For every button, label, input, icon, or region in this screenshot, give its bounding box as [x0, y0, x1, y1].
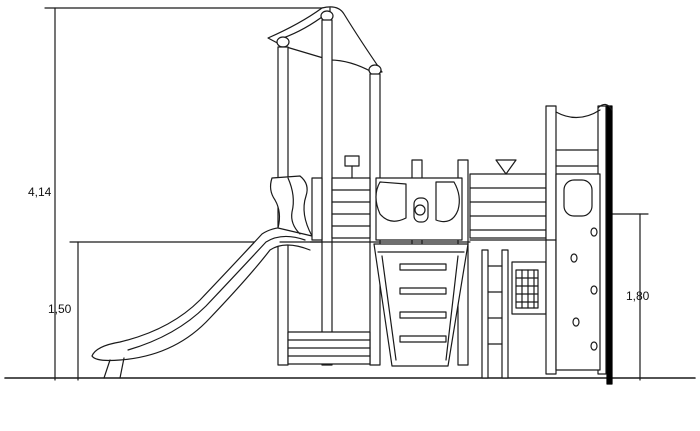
climbing-ramp [373, 243, 469, 367]
dimension-total-height: 4,14 [28, 7, 331, 381]
fireman-pole [606, 105, 613, 385]
play-panel [511, 261, 547, 315]
dimension-label-total: 4,14 [28, 185, 52, 199]
slide [91, 175, 313, 379]
ladder [481, 249, 509, 379]
right-deck-panel [469, 159, 547, 239]
dimension-label-wall: 1,80 [626, 289, 650, 303]
sandbox-panel [287, 331, 371, 365]
dimension-label-platform: 1,50 [48, 302, 72, 316]
tower-deck-panel [311, 155, 371, 241]
climbing-wall [555, 173, 601, 371]
